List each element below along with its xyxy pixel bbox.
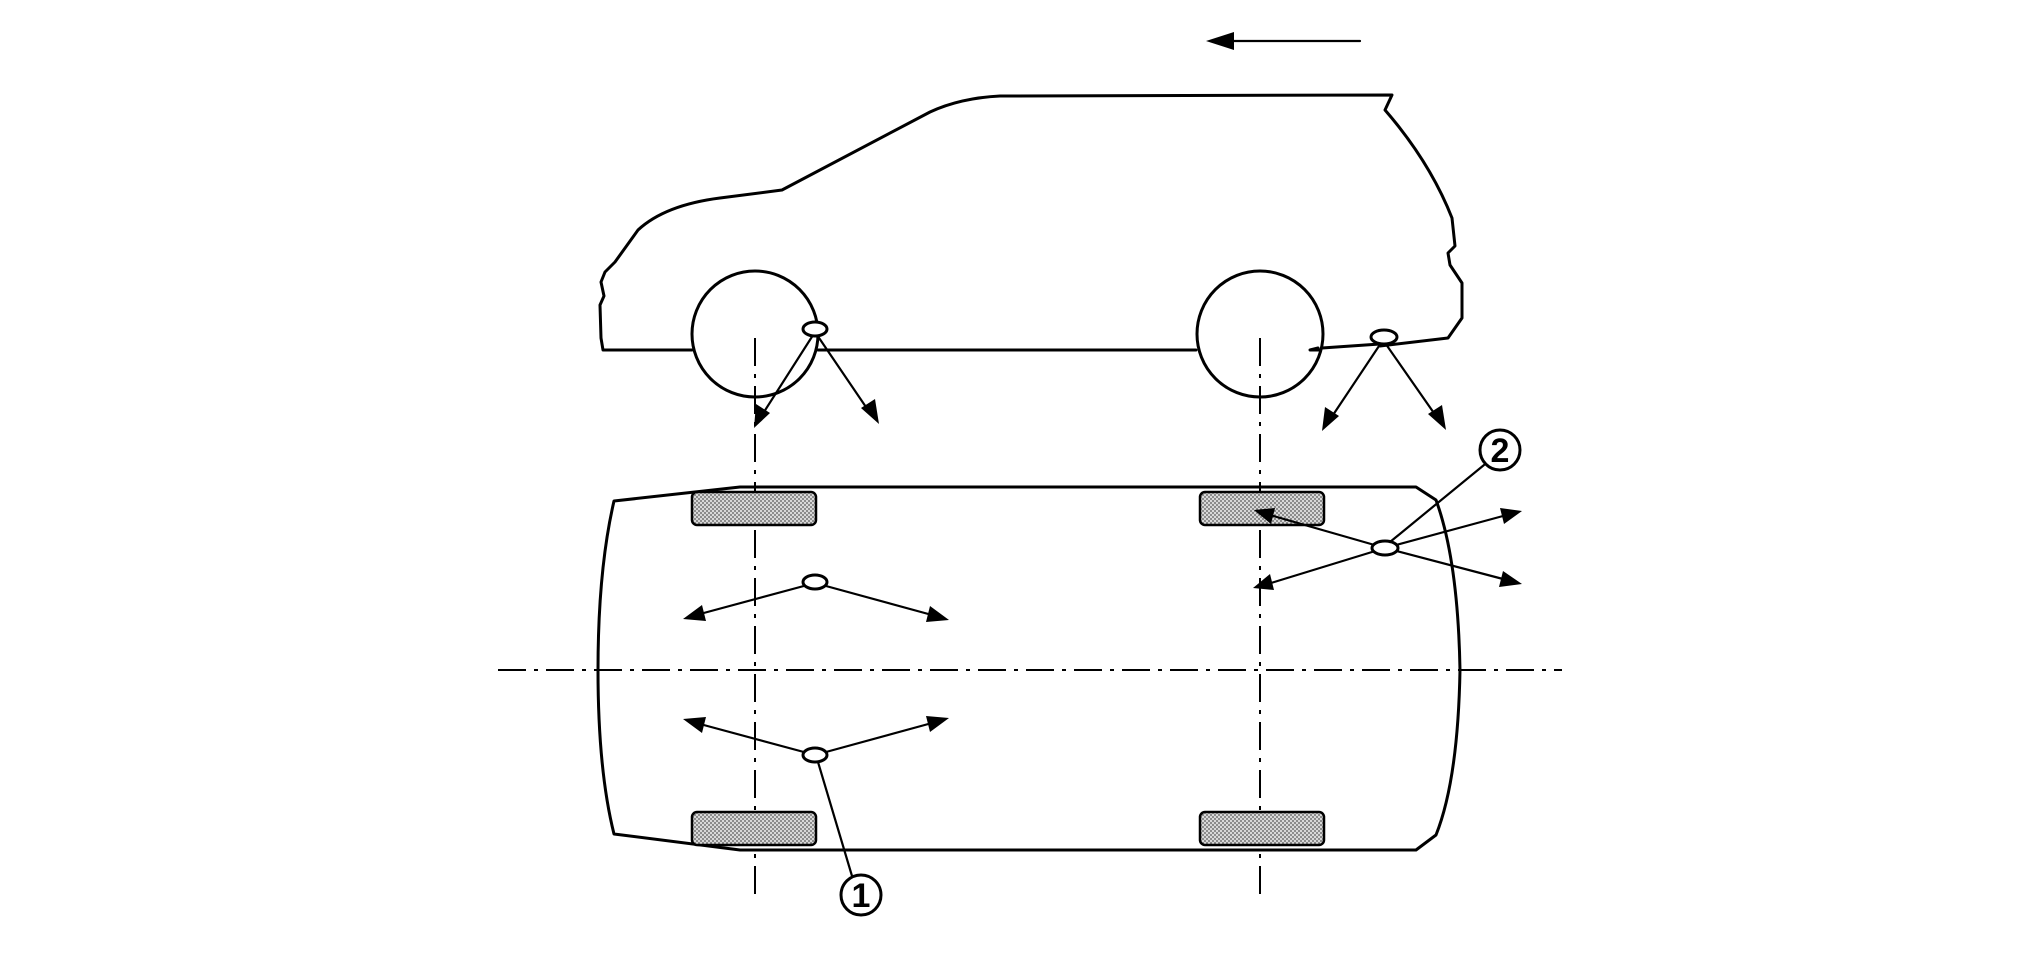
- front-wheel: [690, 269, 820, 399]
- callout-2: 2: [1388, 428, 1522, 544]
- forward-direction-arrow: [1206, 32, 1362, 50]
- side-view-front-lift-point: [754, 320, 879, 428]
- top-view-front-lower-lift-point: [683, 716, 949, 764]
- callout-1-leader: [816, 760, 854, 878]
- side-view-body-outline: [598, 93, 1464, 352]
- top-view-body-outline: [596, 485, 1462, 852]
- tire-rear-right: [1198, 810, 1326, 847]
- callout-1-label: 1: [852, 877, 871, 915]
- top-view-rear-lift-point: [1253, 508, 1522, 590]
- rear-wheel: [1195, 269, 1325, 399]
- callout-2-leader: [1388, 463, 1486, 544]
- tire-rear-left: [1198, 490, 1326, 527]
- callout-2-circle: [1478, 428, 1522, 472]
- callout-2-label: 2: [1491, 432, 1510, 470]
- tire-front-left: [690, 490, 818, 527]
- side-view-vehicle: [598, 93, 1464, 399]
- top-view-front-upper-lift-point: [683, 573, 949, 622]
- top-view-vehicle: [596, 485, 1462, 852]
- callout-1: 1: [816, 760, 883, 917]
- side-view-rear-lift-point: [1322, 328, 1446, 431]
- callout-1-circle: [839, 873, 883, 917]
- tire-front-right: [690, 810, 818, 847]
